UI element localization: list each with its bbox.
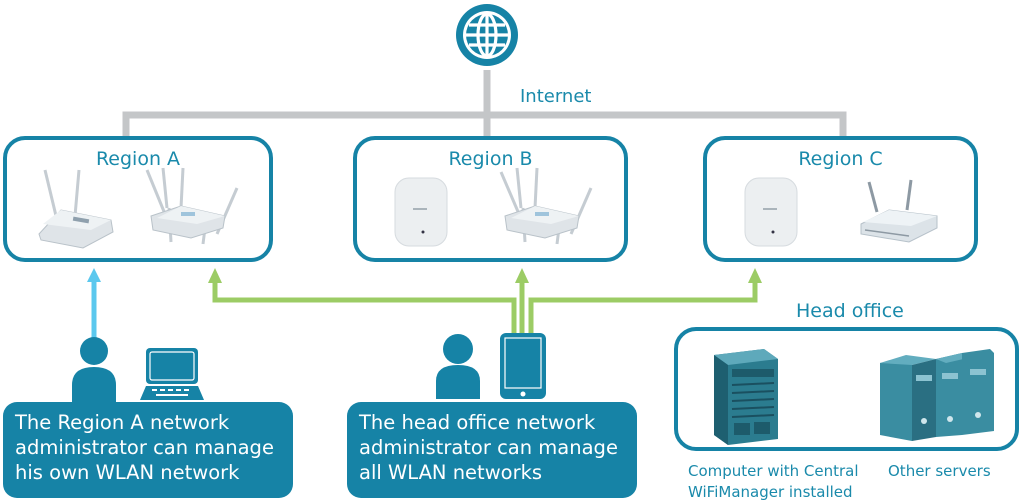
access-point-dual-antenna-icon	[38, 169, 114, 249]
wireless-router-icon	[860, 179, 938, 243]
region-c-title: Region C	[798, 148, 883, 170]
head-office-admin-text-line3: all WLAN networks	[359, 461, 543, 484]
region-b-title: Region B	[448, 148, 533, 170]
arrowhead-region-b	[515, 268, 529, 283]
access-point-quad-antenna-icon	[145, 167, 239, 245]
central-wifimanager-caption-line2: WiFiManager installed	[688, 483, 853, 501]
region-a-box: Region A	[3, 136, 273, 262]
head-office-admin-text-line1: The head office network	[359, 411, 596, 434]
region-a-admin-person-icon	[72, 337, 116, 403]
region-a-admin-text-line3: his own WLAN network	[15, 461, 240, 484]
central-wifimanager-caption: Computer with Central WiFiManager instal…	[688, 461, 859, 503]
other-servers-caption: Other servers	[888, 462, 991, 480]
arrowhead-region-a	[208, 268, 222, 283]
internet-branch-line	[122, 111, 847, 140]
region-c-box: Region C	[703, 136, 978, 262]
laptop-icon	[140, 348, 204, 400]
arrow-to-region-a	[212, 280, 517, 334]
head-office-admin-text-line2: administrator can manage	[359, 436, 618, 459]
ceiling-access-point-icon	[394, 177, 448, 247]
region-a-admin-arrow	[87, 268, 101, 338]
head-office-title: Head office	[796, 300, 904, 322]
tablet-icon	[500, 333, 546, 399]
head-office-admin-description: The head office network administrator ca…	[347, 402, 637, 498]
region-a-admin-text-line2: administrator can manage	[15, 436, 274, 459]
head-office-box	[674, 327, 1019, 451]
green-arrowheads	[208, 268, 762, 283]
central-wifimanager-caption-line1: Computer with Central	[688, 462, 859, 480]
internet-tree-lines	[122, 70, 847, 140]
region-a-admin-description: The Region A network administrator can m…	[3, 402, 293, 498]
chassis-server-icon	[714, 349, 778, 445]
access-point-quad-antenna-icon	[499, 167, 593, 245]
internet-globe	[441, 0, 533, 70]
arrowhead-region-c	[748, 268, 762, 283]
ceiling-access-point-icon	[744, 177, 798, 247]
globe-icon	[456, 4, 518, 66]
arrow-to-region-c	[528, 280, 758, 334]
internet-label: Internet	[520, 86, 592, 107]
region-a-title: Region A	[95, 148, 181, 170]
tower-servers-icon	[880, 349, 994, 441]
region-a-admin-text-line1: The Region A network	[15, 411, 230, 434]
head-office-admin-arrows	[212, 280, 758, 334]
region-b-box: Region B	[353, 136, 628, 262]
head-office-admin-person-icon	[436, 334, 480, 399]
